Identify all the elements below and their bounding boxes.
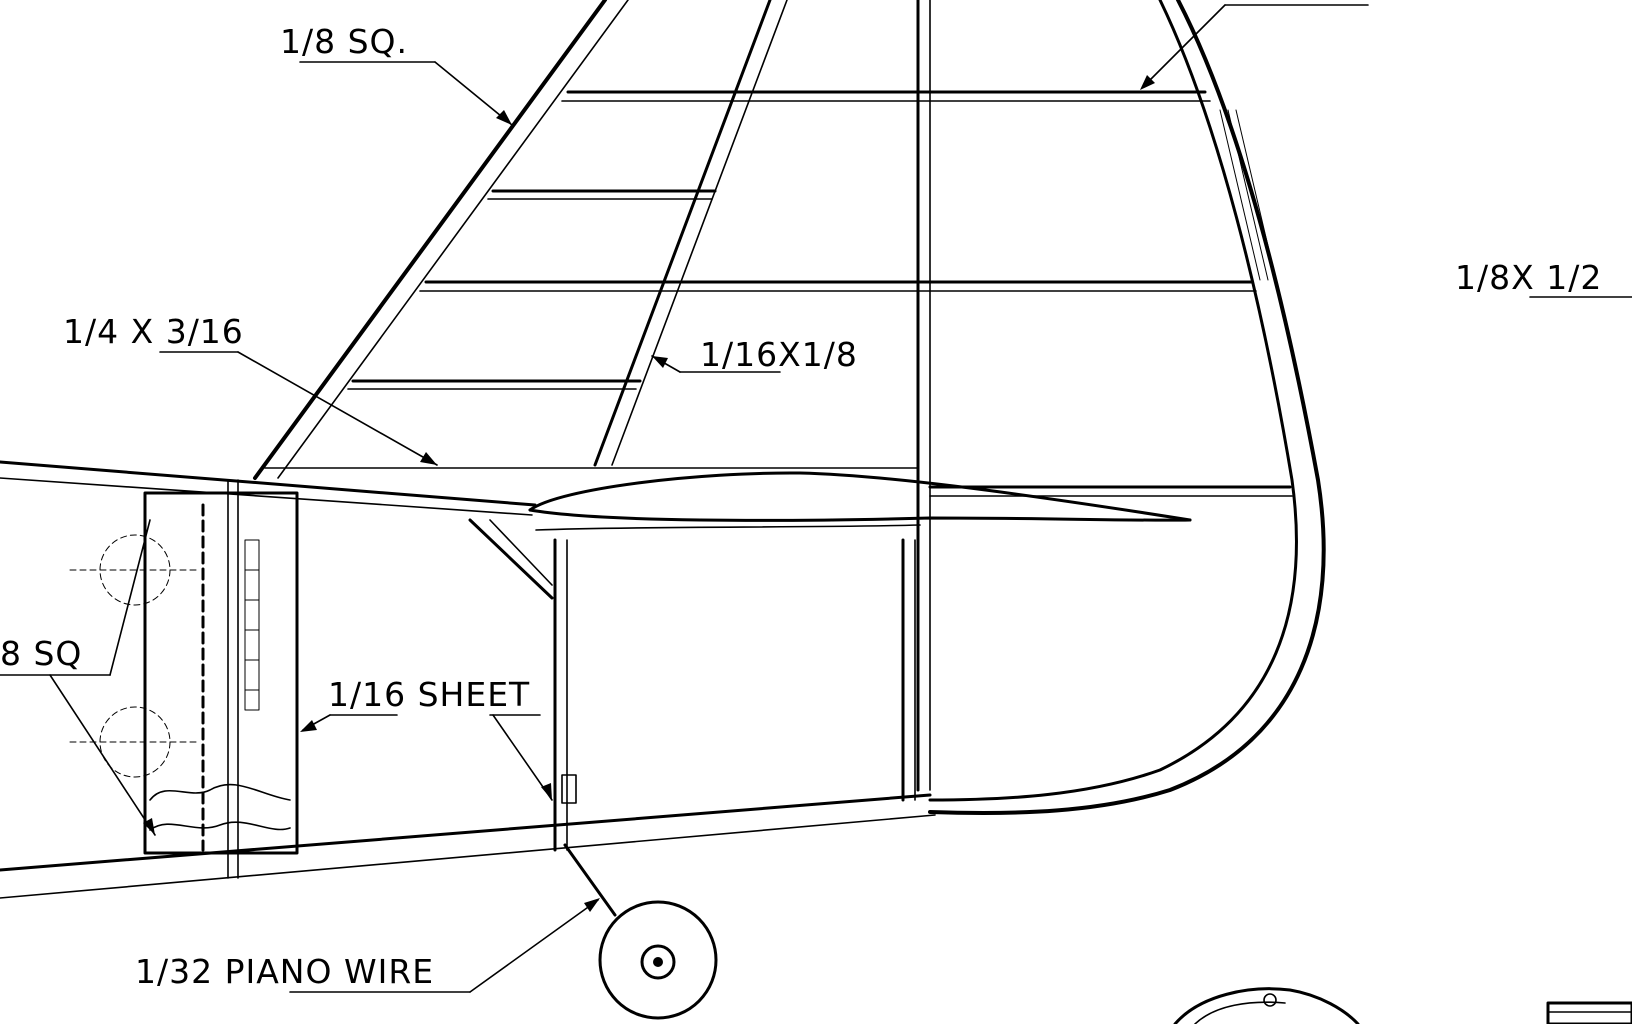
partial-part-bottom-right xyxy=(1546,1001,1632,1024)
stabilizer xyxy=(528,471,1192,531)
fuselage xyxy=(0,460,936,899)
fin-structure xyxy=(253,0,1326,815)
label-spar-sq-top: 1/8 SQ. xyxy=(280,22,408,61)
label-sheet: 1/16 SHEET xyxy=(328,675,530,714)
label-sq-left: 8 SQ xyxy=(0,634,82,673)
label-leading-edge: 1/4 X 3/16 xyxy=(63,312,244,351)
tail-wheel xyxy=(563,843,718,1020)
label-strip-right: 1/8X 1/2 xyxy=(1455,258,1602,297)
leader-lines xyxy=(0,4,1632,993)
label-piano-wire: 1/32 PIANO WIRE xyxy=(135,952,434,991)
label-rib-strip: 1/16X1/8 xyxy=(700,335,858,374)
partial-wheel-bottom xyxy=(1173,987,1360,1024)
